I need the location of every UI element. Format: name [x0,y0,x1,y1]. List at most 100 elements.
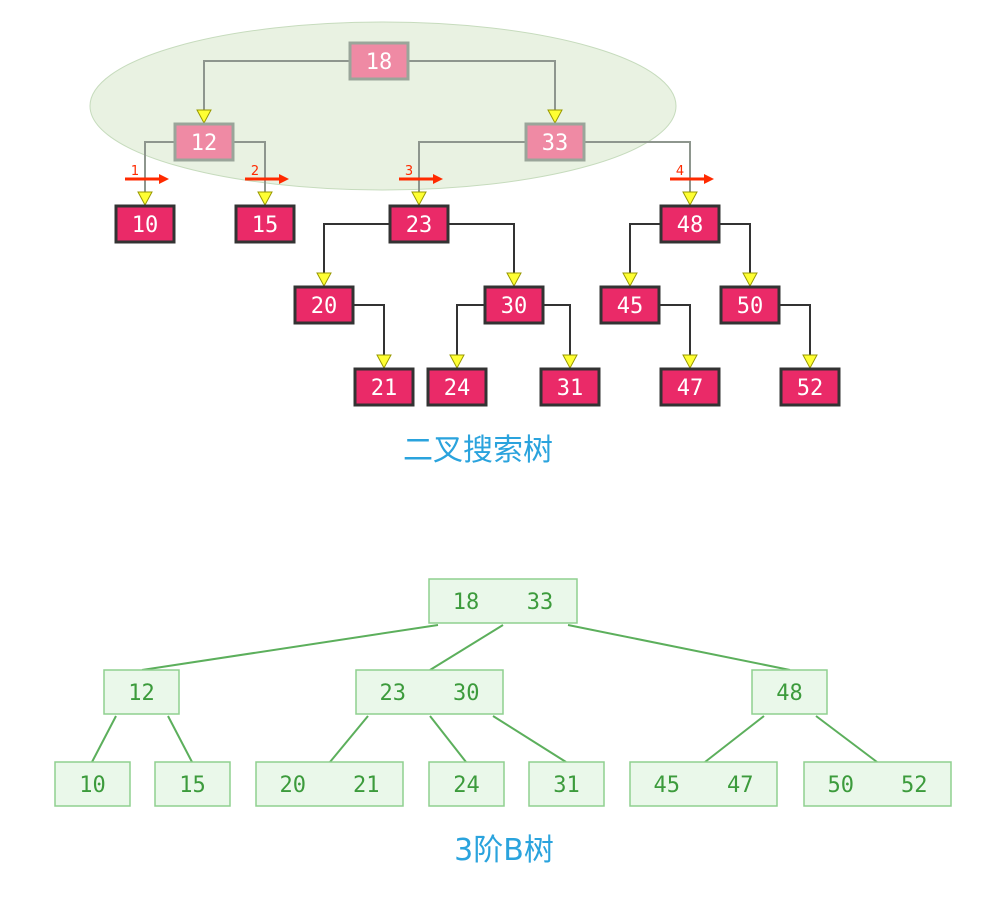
btree-node-b: 23 30 [355,669,504,715]
bst-node-label: 50 [737,294,764,319]
btree-edge-b-b2 [429,715,467,763]
btree-edges [91,624,878,763]
btree-key: 18 [453,590,480,615]
step-label-3: 3 [405,164,413,179]
bst-edge-20-21 [353,304,392,370]
bst-edge-48-45 [622,223,661,288]
step-label-4: 4 [676,164,684,179]
btree-key: 31 [553,773,580,798]
btree-node-b2: 24 [428,761,505,807]
btree-edge-c-c2 [815,715,878,763]
bst-node-20: 20 [293,285,355,325]
bst-edges [137,60,818,370]
bst-node-label: 33 [542,131,569,156]
btree-key: 33 [527,590,554,615]
btree-key: 21 [353,773,380,798]
btree-key: 10 [79,773,106,798]
bst-node-label: 30 [501,294,528,319]
btree-key: 52 [901,773,928,798]
btree-key: 47 [727,773,754,798]
bst-node-45: 45 [599,285,661,325]
btree-edge-b-b3 [492,715,567,763]
bst-node-48: 48 [659,204,721,244]
step-label-1: 1 [131,164,139,179]
bst-edge-48-50 [719,223,758,288]
bst-node-label: 48 [677,213,704,238]
bst-step-arrows: 1 2 3 4 [125,164,714,184]
bst-node-10: 10 [114,204,176,244]
btree-node-a1: 10 [54,761,131,807]
btree-node-b3: 31 [528,761,605,807]
btree-key: 30 [453,681,480,706]
bst-node-47: 47 [659,367,721,407]
btree-edge-a-a2 [167,715,193,763]
bst-edge-12-10 [137,141,175,207]
bst-node-label: 21 [371,376,398,401]
bst-edge-50-52 [779,304,818,370]
bst-node-33: 33 [524,122,586,162]
btree-node-c: 48 [751,669,828,715]
bst-node-52: 52 [779,367,841,407]
bst-edge-18-12 [196,60,350,125]
bst-node-label: 23 [406,213,433,238]
btree-key: 24 [453,773,480,798]
bst-node-label: 18 [366,50,393,75]
bst-node-31: 31 [539,367,601,407]
bst-node-15: 15 [234,204,296,244]
btree-key: 15 [179,773,206,798]
btree-node-c1: 45 47 [629,761,778,807]
bst-edge-45-47 [659,304,698,370]
btree-edge-r-c [567,624,791,671]
btree-key: 20 [280,773,307,798]
bst-node-label: 15 [252,213,279,238]
bst-edge-12-15 [233,141,273,207]
step-arrow-3: 3 [399,164,443,184]
btree-edge-a-a1 [91,715,117,763]
bst-edge-33-23 [411,141,526,207]
step-label-2: 2 [251,164,259,179]
btree-edge-r-b [429,624,504,671]
bst-edge-23-30 [448,223,522,288]
bst-node-label: 24 [444,376,471,401]
btree-node-a: 12 [103,669,180,715]
btree-key: 50 [828,773,855,798]
bst-node-12: 12 [173,122,235,162]
btree-key: 48 [776,681,803,706]
bst-caption: 二叉搜索树 [403,433,553,468]
btree-node-c2: 50 52 [803,761,952,807]
bst-edge-30-31 [543,304,578,370]
bst-node-label: 20 [311,294,338,319]
bst-node-label: 45 [617,294,644,319]
bst-node-label: 52 [797,376,824,401]
btree-edge-c-c1 [704,715,765,763]
btree-key: 23 [380,681,407,706]
bst-node-24: 24 [426,367,488,407]
btree-node-a2: 15 [154,761,231,807]
bst-edge-33-48 [584,141,698,207]
step-arrow-4: 4 [670,164,714,184]
bst-edge-18-33 [408,60,563,125]
btree-key: 12 [128,681,155,706]
bst-node-label: 47 [677,376,704,401]
bst-node-label: 10 [132,213,159,238]
bst-edge-30-24 [449,304,485,370]
bst-edge-23-20 [316,223,390,288]
btree-key: 45 [654,773,681,798]
bst-node-50: 50 [719,285,781,325]
btree-caption: 3阶B树 [454,833,554,868]
btree-edge-r-a [141,624,439,671]
bst-node-21: 21 [353,367,415,407]
bst-node-30: 30 [483,285,545,325]
bst-node-18: 18 [348,41,410,81]
btree-edge-b-b1 [329,715,369,763]
bst-node-23: 23 [388,204,450,244]
step-arrow-2: 2 [245,164,289,184]
bst-node-label: 12 [191,131,218,156]
bst-node-label: 31 [557,376,584,401]
step-arrow-1: 1 [125,164,169,184]
